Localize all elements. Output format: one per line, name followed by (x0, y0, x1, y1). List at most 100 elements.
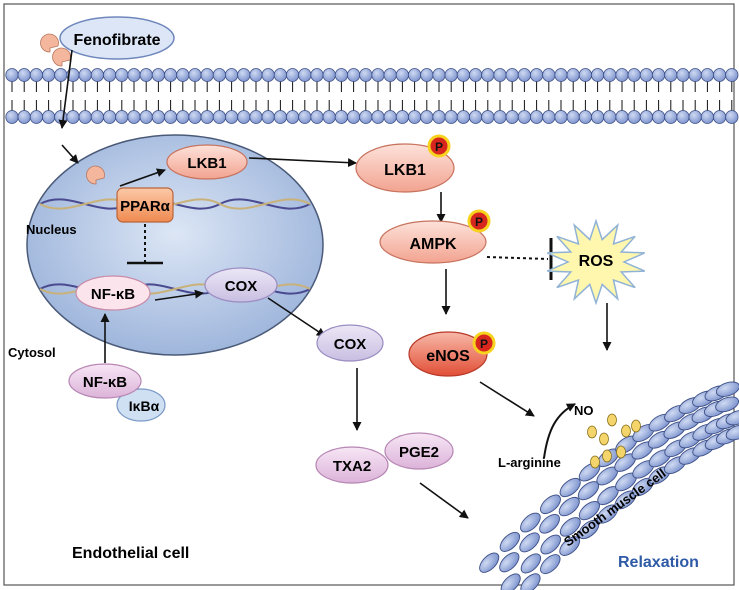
cox-cytosol-label: COX (334, 336, 367, 353)
lipid-head (651, 110, 666, 124)
smooth-muscle-subunit (559, 477, 581, 498)
lipid-head (566, 68, 580, 82)
smooth-muscle-subunit (500, 573, 521, 590)
arrow-to-nucleus (61, 144, 79, 164)
lipid-head (261, 110, 275, 124)
arrow-prostanoids-to-smc (419, 482, 469, 519)
lipid-head (127, 68, 141, 82)
lipid-head (212, 68, 226, 82)
phospho-icon-lkb1 (427, 134, 451, 158)
lipid-head (456, 110, 470, 124)
dna-strand-upper (39, 198, 311, 210)
lipid-head (468, 110, 483, 124)
lipid-head (139, 110, 153, 124)
ikba-label: IκBα (129, 398, 160, 414)
ampk-label: AMPK (409, 236, 457, 253)
lipid-head (103, 110, 117, 124)
cell-membrane (5, 68, 739, 124)
nfkb-nucleus-label: NF-κB (91, 286, 135, 303)
arrow-fenofibrate-in (58, 49, 73, 129)
nucleus-label: Nucleus (26, 222, 77, 237)
lipid-head (334, 110, 348, 124)
lipid-head (639, 110, 654, 124)
smooth-muscle-cell (479, 381, 739, 590)
smooth-muscle-subunit (725, 424, 739, 441)
lipid-head (712, 110, 727, 124)
lipid-head (664, 110, 678, 124)
ppar-alpha-node (116, 187, 174, 223)
lipid-head (395, 68, 409, 82)
smooth-muscle-subunit (715, 396, 739, 413)
lipid-head (285, 110, 300, 124)
lipid-head (200, 68, 214, 82)
lipid-head (420, 68, 434, 82)
lipid-head (322, 68, 336, 82)
lipid-head (371, 110, 385, 124)
lipid-head (407, 110, 422, 124)
lipid-head (590, 110, 605, 124)
lipid-head (66, 110, 80, 124)
lipid-head (456, 68, 470, 82)
smooth-muscle-subunit (539, 513, 560, 534)
no-molecules (587, 413, 641, 469)
lipid-head (578, 110, 593, 124)
lipid-head (225, 110, 239, 124)
no-molecule (631, 419, 641, 433)
lipid-head (578, 68, 593, 82)
lipid-head (493, 110, 507, 124)
lipid-head (688, 68, 702, 82)
lipid-head (273, 110, 287, 124)
lipid-head (164, 68, 178, 82)
lipid-head (627, 68, 641, 82)
lipid-head (517, 110, 532, 124)
arrow-lkb1-to-lkb1p (248, 157, 357, 168)
lipid-head (420, 110, 434, 124)
lipid-head (237, 68, 251, 82)
lipid-head (651, 68, 666, 82)
no-molecule (621, 424, 631, 438)
arrow-enos-to-smc (479, 381, 535, 417)
smooth-muscle-subunit (479, 552, 500, 573)
enos-label: eNOS (426, 348, 470, 365)
inhibition-ampk-ros (486, 256, 549, 260)
cox-nucleus-label: COX (225, 278, 258, 295)
lipid-head (554, 68, 568, 82)
no-molecule (607, 413, 617, 427)
lipid-head (725, 110, 739, 124)
lipid-head (700, 68, 715, 82)
lipid-head (17, 110, 31, 124)
cytosol-label: Cytosol (8, 345, 56, 360)
pge2-node (384, 432, 454, 470)
lipid-head (29, 68, 44, 82)
phospho-icon-ampk (467, 209, 491, 233)
lipid-head (103, 68, 117, 82)
lipid-head (261, 68, 275, 82)
lipid-head (529, 68, 544, 82)
lipid-head (542, 110, 556, 124)
lipid-head (322, 110, 336, 124)
lipid-head (590, 68, 605, 82)
lipid-head (237, 110, 251, 124)
lipid-head (54, 110, 68, 124)
lipid-head (90, 110, 105, 124)
lipid-head (164, 110, 178, 124)
lipid-head (371, 68, 385, 82)
lipid-head (334, 68, 348, 82)
ligand-icons (40, 33, 105, 185)
smooth-muscle-subunit (520, 573, 541, 590)
smooth-muscle-subunit (715, 381, 739, 397)
lipid-head (359, 68, 373, 82)
no-molecule (587, 425, 597, 439)
smooth-muscle-subunit (519, 532, 540, 553)
nfkb-cytosol-label: NF-κB (83, 374, 127, 391)
phospho-icon-enos (472, 331, 496, 355)
arrow-l-arginine-to-no (543, 403, 576, 459)
lipid-head (432, 68, 446, 82)
lipid-head (176, 110, 190, 124)
lipid-head (444, 110, 458, 124)
ikba-node (116, 388, 166, 422)
lipid-head (225, 68, 239, 82)
smooth-muscle-subunit (540, 554, 561, 575)
ampk-node (379, 220, 487, 264)
lipid-head (298, 68, 312, 82)
